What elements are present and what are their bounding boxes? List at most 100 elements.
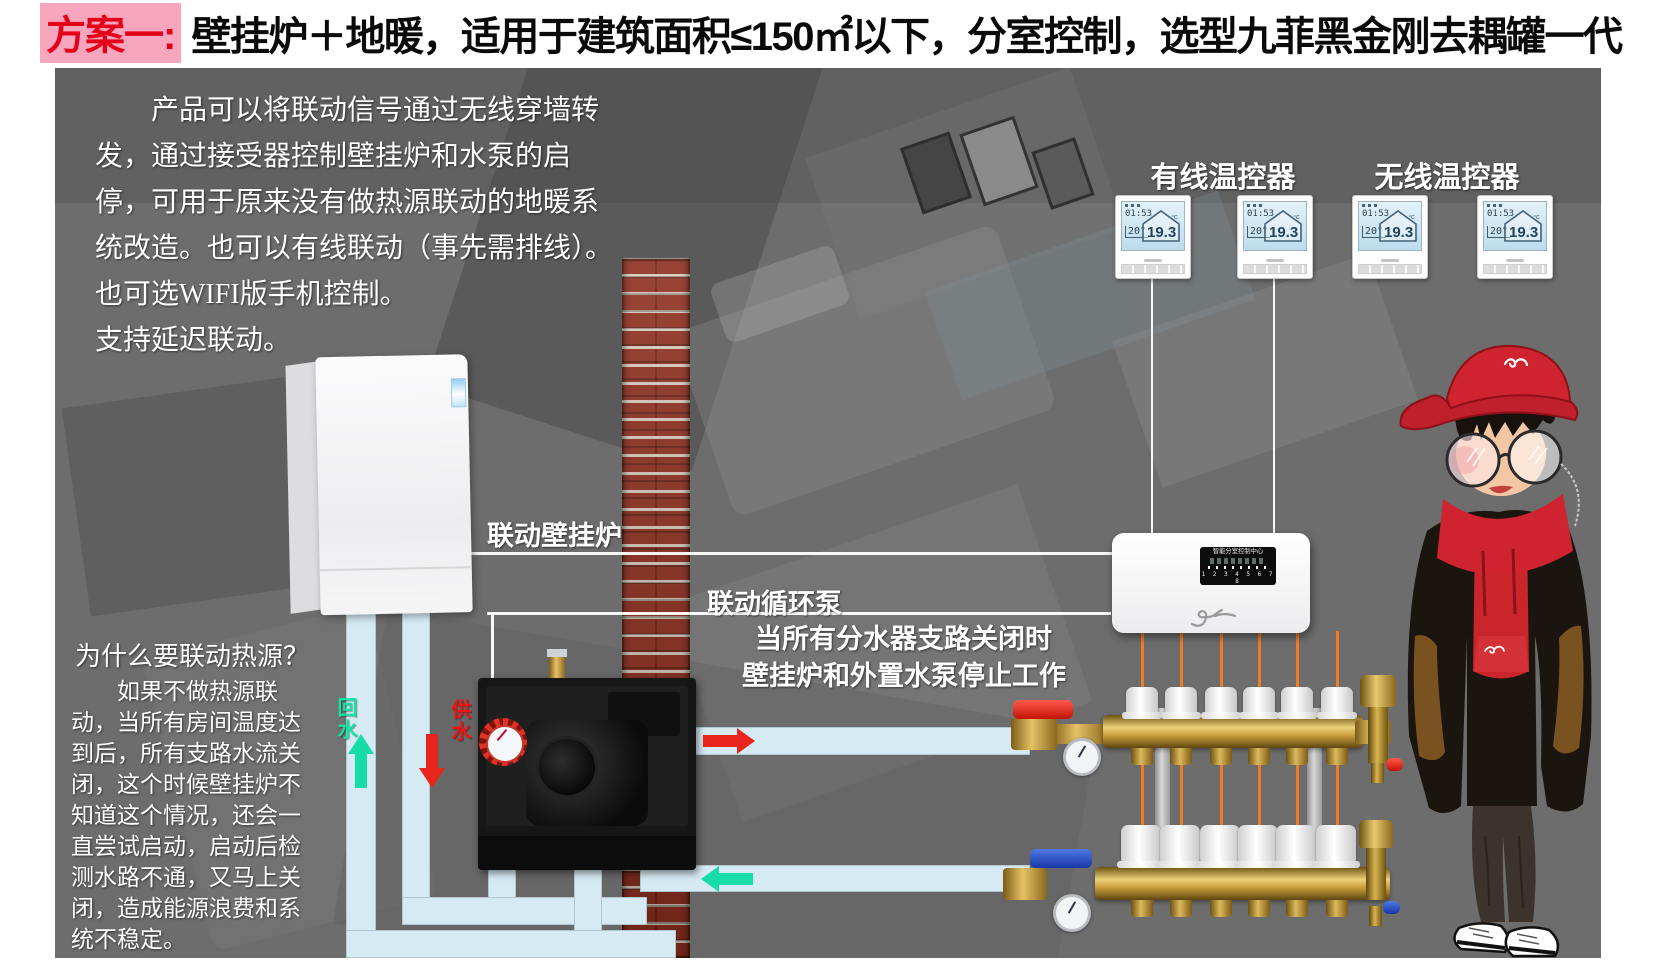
pressure-gauge-icon bbox=[479, 718, 527, 766]
why-heading: 为什么要联动热源？ bbox=[75, 642, 310, 671]
room-temp: 19.3 bbox=[1147, 224, 1176, 241]
supply-manifold-bar bbox=[1103, 715, 1363, 748]
return-flow-left-arrow-icon bbox=[701, 866, 753, 892]
svg-text:°C: °C bbox=[1534, 215, 1540, 221]
return-temp-gauge-icon bbox=[1053, 894, 1091, 932]
actuator bbox=[1126, 687, 1158, 715]
set-temp: 20° bbox=[1125, 226, 1149, 238]
actuator bbox=[1238, 825, 1278, 863]
return-manifold-bar bbox=[1095, 867, 1390, 900]
return-pipe-bottom bbox=[346, 930, 676, 958]
pump-link-label: 联动循环泵 bbox=[707, 589, 842, 619]
status-icons bbox=[1125, 204, 1143, 207]
brand-mascot bbox=[1399, 344, 1592, 958]
actuator bbox=[1160, 825, 1200, 863]
actuator bbox=[1121, 825, 1161, 863]
page-title: 方案一: 壁挂炉＋地暖，适用于建筑面积≤150㎡以下，分室控制，选型九菲黑金刚去… bbox=[40, 3, 1623, 63]
thermostat-lcd: 01:53 20° 19.3 °C bbox=[1358, 201, 1422, 251]
air-vent bbox=[1360, 675, 1396, 707]
pump-top-fitting bbox=[549, 656, 565, 678]
return-valve-blue-handle[interactable] bbox=[1030, 849, 1092, 868]
time-display: 01:53 bbox=[1247, 209, 1275, 219]
pump-link-drop bbox=[491, 612, 494, 678]
supply-flow-right-arrow-icon bbox=[703, 728, 755, 754]
supply-temp-gauge-icon bbox=[1063, 738, 1101, 776]
channel-leds bbox=[1208, 566, 1268, 569]
circulation-pump bbox=[478, 678, 696, 870]
room-temp: 19.3 bbox=[1269, 224, 1298, 241]
wireless-thermostat-label: 无线温控器 bbox=[1374, 162, 1520, 194]
boiler-front-face bbox=[315, 354, 473, 616]
actuator bbox=[1316, 825, 1356, 863]
manifold-note-line1: 当所有分水器支路关闭时 bbox=[755, 624, 1052, 654]
return-water-label: 回水 bbox=[334, 697, 356, 741]
actuator bbox=[1200, 825, 1240, 863]
house-icon: 19.3 °C bbox=[1379, 210, 1417, 242]
air-vent bbox=[1359, 820, 1393, 848]
svg-text:°C: °C bbox=[1294, 215, 1300, 221]
actuator bbox=[1243, 687, 1275, 715]
house-icon: 19.3 °C bbox=[1142, 210, 1180, 242]
actuator bbox=[1281, 687, 1313, 715]
actuator bbox=[1205, 687, 1237, 715]
intro-text: 产品可以将联动信号通过无线穿墙转 发，通过接受器控制壁挂炉和水泵的启 停，可用于… bbox=[95, 95, 614, 356]
supply-pipe-bottom bbox=[402, 897, 647, 925]
brand-mark bbox=[1266, 259, 1284, 262]
supply-water-label: 供水 bbox=[448, 699, 470, 743]
scene: 产品可以将联动信号通过无线穿墙转 发，通过接受器控制壁挂炉和水泵的启 停，可用于… bbox=[55, 68, 1601, 958]
zone-control-center: 智能分室控制中心 1 2 3 4 5 6 7 8 bbox=[1112, 533, 1310, 633]
thermostat-wire bbox=[1273, 277, 1275, 533]
pump-stub-right bbox=[574, 868, 602, 931]
actuator bbox=[1276, 825, 1316, 863]
thermostat-buttons[interactable] bbox=[1358, 264, 1422, 274]
time-display: 01:53 bbox=[1362, 209, 1390, 219]
set-temp: 20° bbox=[1487, 226, 1511, 238]
thermostat-wired-2: 01:53 20° 19.3 °C bbox=[1237, 195, 1313, 279]
thermostat-wireless-1: 01:53 20° 19.3 °C bbox=[1352, 195, 1428, 279]
title-badge: 方案一: bbox=[40, 3, 182, 63]
supply-valve-body bbox=[1011, 718, 1057, 750]
supply-valve-red-handle[interactable] bbox=[1013, 700, 1073, 719]
house-icon: 19.3 °C bbox=[1504, 210, 1542, 242]
pump-stub-left bbox=[488, 868, 516, 898]
boiler-link-label: 联动壁挂炉 bbox=[487, 521, 622, 551]
brand-mark bbox=[1506, 259, 1524, 262]
supply-flow-down-arrow-icon bbox=[419, 734, 445, 788]
controller-display: 智能分室控制中心 1 2 3 4 5 6 7 8 bbox=[1200, 547, 1276, 585]
return-pipe-from-manifold bbox=[640, 865, 1030, 892]
set-temp: 20° bbox=[1247, 226, 1271, 238]
thermostat-lcd: 01:53 20° 19.3 °C bbox=[1243, 201, 1307, 251]
status-icons bbox=[1362, 204, 1380, 207]
time-display: 01:53 bbox=[1125, 209, 1153, 219]
actuator bbox=[1165, 687, 1197, 715]
thermostat-wire bbox=[1151, 277, 1153, 533]
brand-mark bbox=[1381, 259, 1399, 262]
thermostat-buttons[interactable] bbox=[1121, 264, 1185, 274]
jf-logo bbox=[1190, 608, 1237, 627]
boiler-link-line bbox=[463, 552, 1113, 555]
manifold-note-line2: 壁挂炉和外置水泵停止工作 bbox=[742, 661, 1066, 691]
wall-hung-boiler bbox=[282, 350, 478, 620]
set-temp: 20° bbox=[1362, 226, 1386, 238]
time-display: 01:53 bbox=[1487, 209, 1515, 219]
title-text: 壁挂炉＋地暖，适用于建筑面积≤150㎡以下，分室控制，选型九菲黑金刚去耦罐一代 bbox=[191, 15, 1623, 59]
thermostat-wired-1: 01:53 20° 19.3 °C bbox=[1115, 195, 1191, 279]
svg-text:°C: °C bbox=[1172, 215, 1178, 221]
thermostat-buttons[interactable] bbox=[1243, 264, 1307, 274]
pump-vent-cap bbox=[547, 649, 567, 657]
drain-valve-red-handle[interactable] bbox=[1386, 758, 1403, 771]
room-temp: 19.3 bbox=[1509, 224, 1538, 241]
wired-thermostat-label: 有线温控器 bbox=[1150, 162, 1296, 194]
drain-valve-blue-handle[interactable] bbox=[1383, 901, 1400, 914]
thermostat-wireless-2: 01:53 20° 19.3 °C bbox=[1477, 195, 1553, 279]
room-temp: 19.3 bbox=[1384, 224, 1413, 241]
why-paragraph: 如果不做热源联 动，当所有房间温度达 到后，所有支路水流关 闭，这个时候壁挂炉不… bbox=[71, 679, 301, 952]
house-icon: 19.3 °C bbox=[1264, 210, 1302, 242]
pump-link-line bbox=[487, 612, 1111, 615]
thermostat-buttons[interactable] bbox=[1483, 264, 1547, 274]
return-valve-body bbox=[1003, 868, 1047, 900]
status-icons bbox=[1487, 204, 1505, 207]
svg-text:°C: °C bbox=[1409, 215, 1415, 221]
energy-label bbox=[450, 378, 467, 408]
